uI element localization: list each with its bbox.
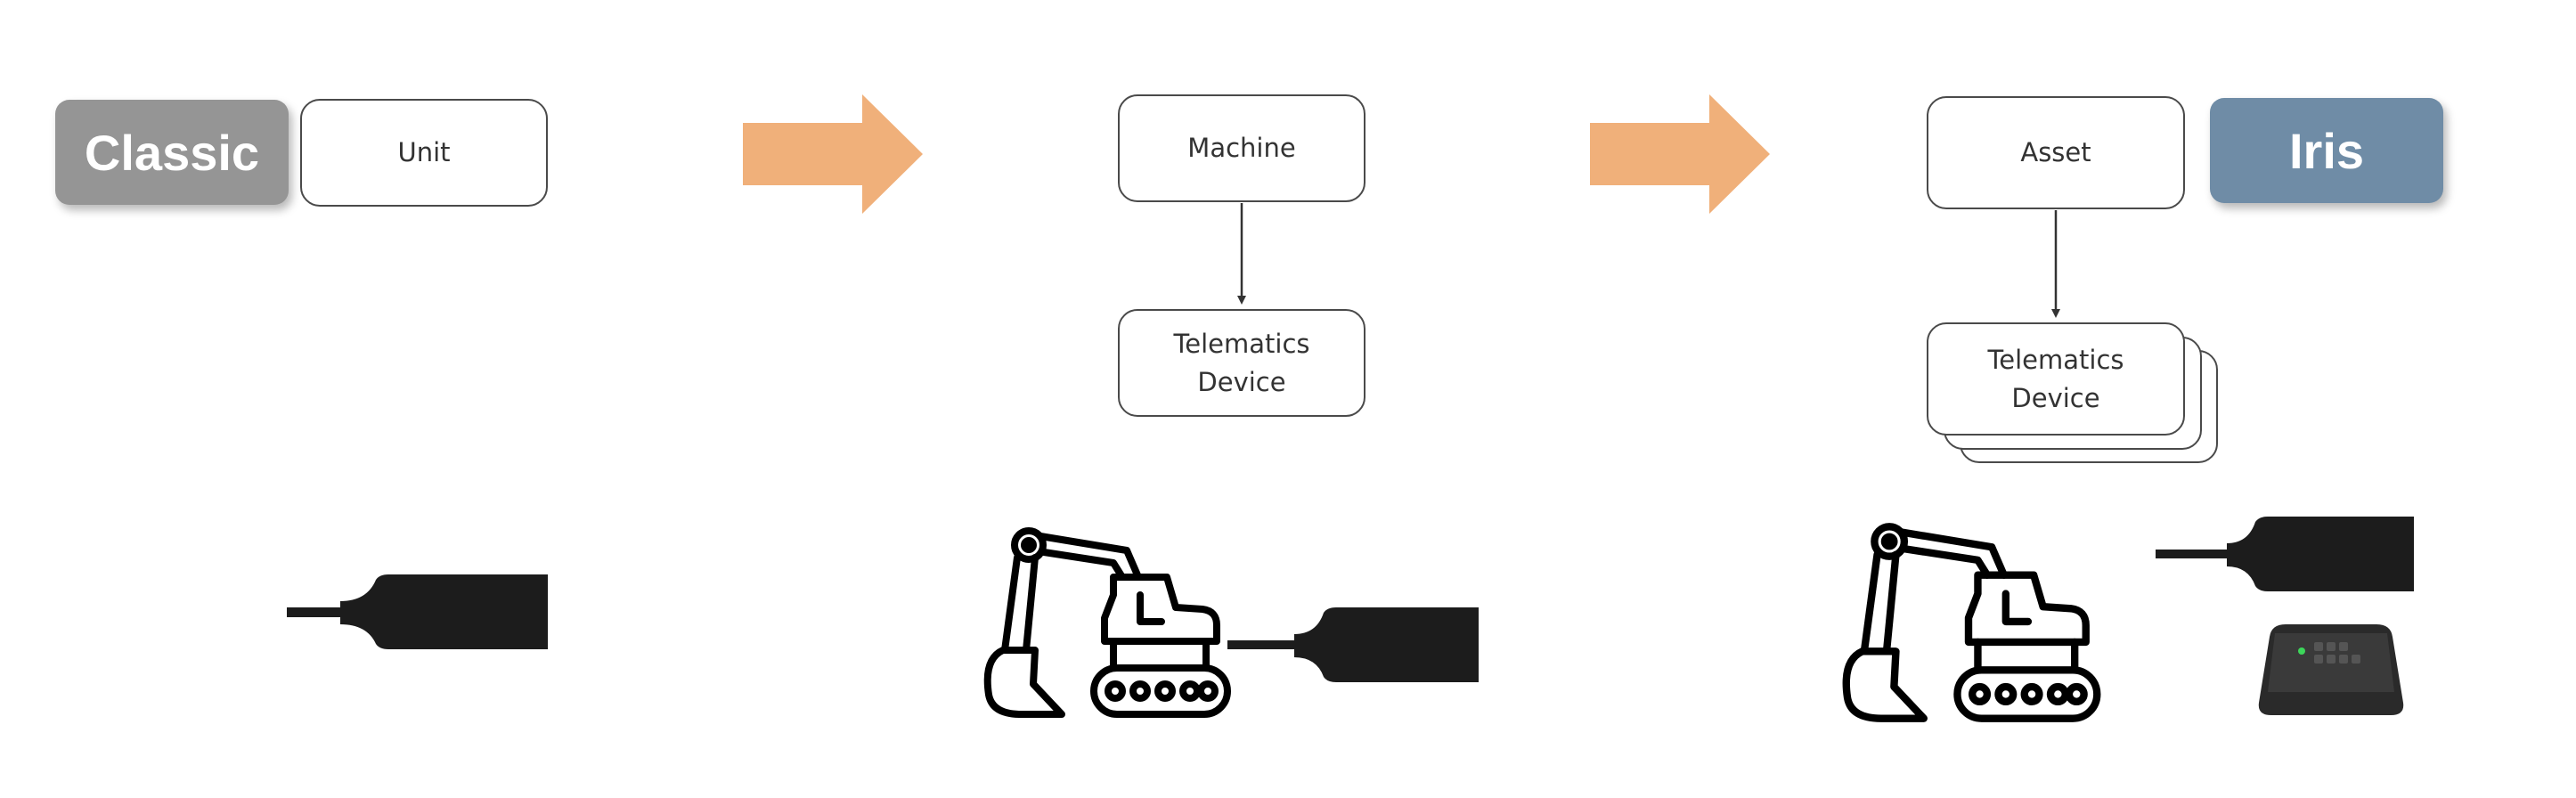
telematics-label-line2: Device	[1197, 366, 1286, 397]
asset-label: Asset	[2020, 137, 2091, 168]
machine-label: Machine	[1187, 133, 1296, 164]
machine-box: Machine	[1118, 94, 1365, 202]
excavator-icon	[1842, 523, 2101, 722]
telematics-stack-label-line1: Telematics	[1987, 345, 2124, 376]
unit-box: Unit	[300, 99, 548, 207]
iris-badge: Iris	[2210, 98, 2443, 203]
telematics-device-box: Telematics Device	[1118, 309, 1365, 417]
telematics-label-line1: Telematics	[1173, 329, 1310, 360]
telematics-device-stack-box: Telematics Device	[1927, 322, 2185, 436]
iris-tracker-device-icon	[2258, 624, 2404, 715]
excavator-icon	[983, 527, 1231, 718]
telematics-dongle-icon	[1227, 607, 1479, 682]
telematics-dongle-icon	[2156, 517, 2414, 591]
unit-label: Unit	[397, 137, 451, 168]
classic-badge: Classic	[55, 100, 289, 205]
telematics-dongle-icon	[287, 574, 548, 649]
arrow-right-icon	[1590, 94, 1770, 214]
asset-box: Asset	[1927, 96, 2185, 209]
telematics-stack-label-line2: Device	[2011, 382, 2100, 413]
arrow-right-icon	[743, 94, 923, 214]
